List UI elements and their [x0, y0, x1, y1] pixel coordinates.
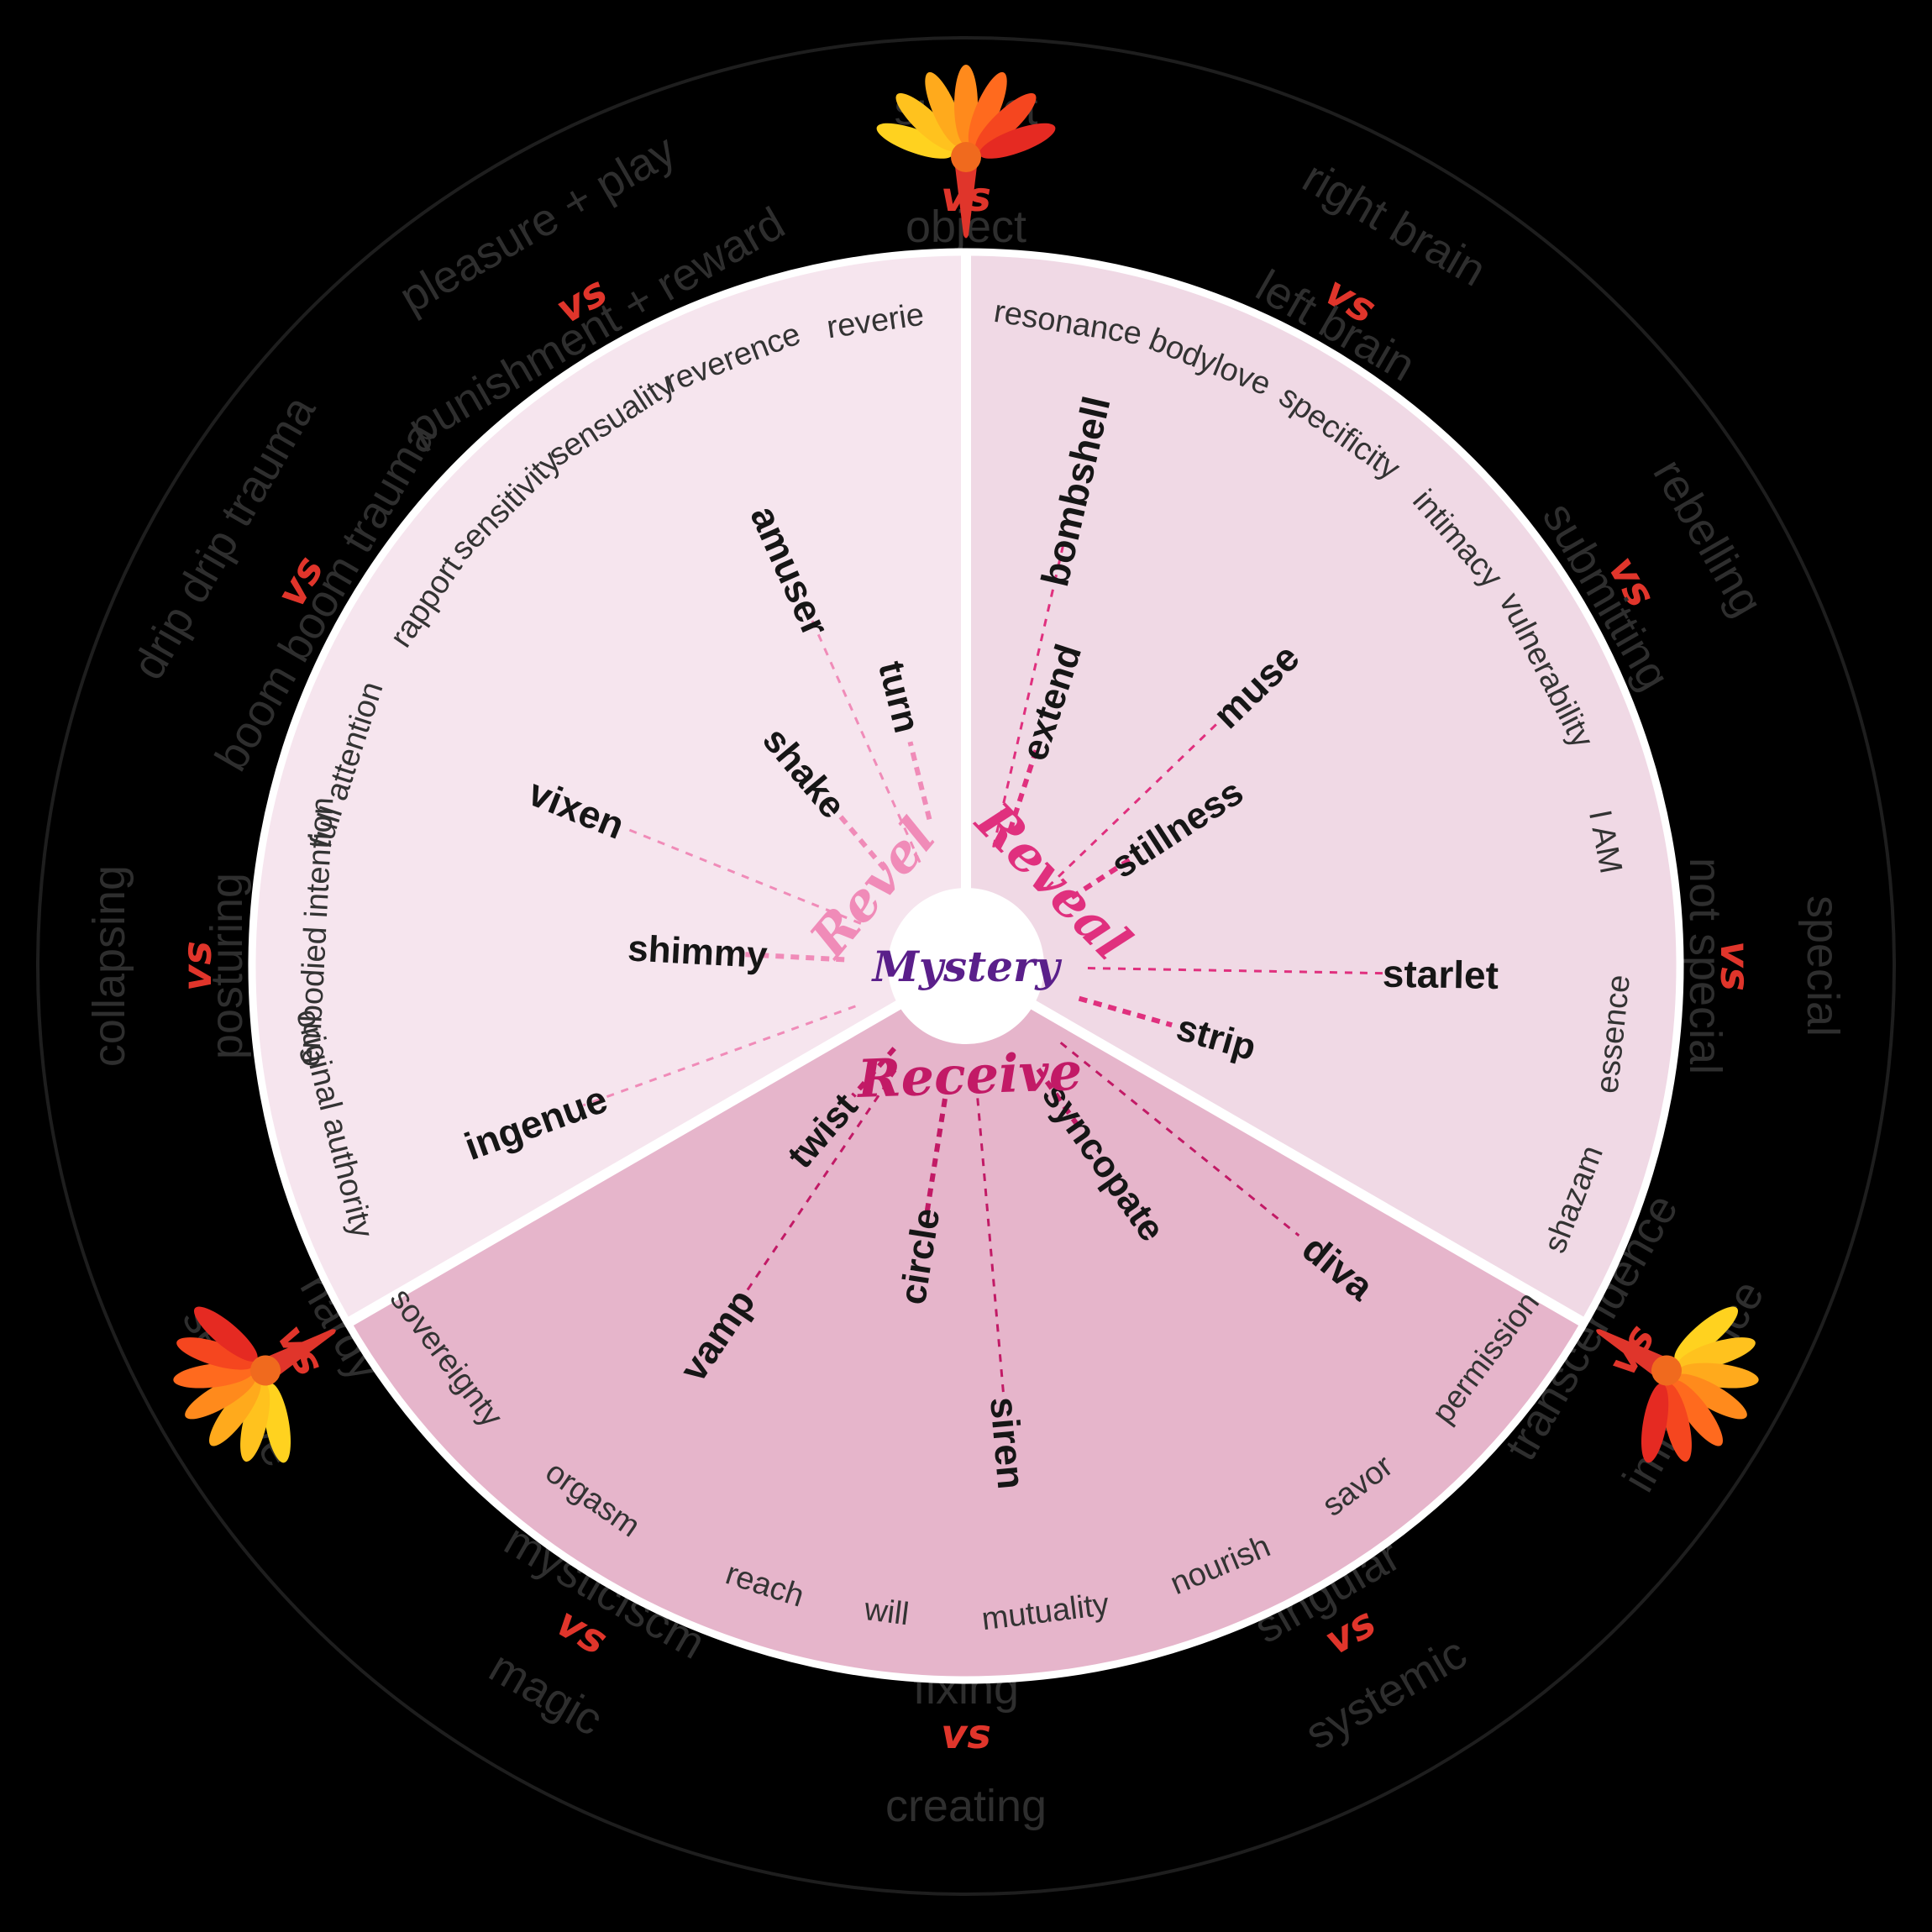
- connector-line: [743, 952, 845, 963]
- fan-hub: [1651, 1355, 1682, 1386]
- sector-divider: [963, 961, 1588, 1328]
- sector-revel: [252, 252, 966, 1323]
- vs-label: vs: [174, 941, 221, 991]
- fan-stem: [954, 157, 978, 239]
- connector-line: [1059, 1042, 1300, 1237]
- fan-blade: [876, 123, 953, 159]
- fan-blade: [209, 1379, 261, 1446]
- connector-line: [622, 826, 862, 925]
- category-label-receive: Receive: [855, 1041, 1084, 1110]
- connector-line: [582, 1005, 856, 1107]
- outer-term-a: collapsing: [84, 865, 134, 1067]
- fan-blade: [1662, 1383, 1692, 1462]
- connector-line: [1078, 995, 1173, 1028]
- fan-blade: [1671, 1379, 1723, 1446]
- archetype-label: siren: [982, 1395, 1033, 1491]
- fan-blade: [968, 71, 1007, 147]
- fan-emblems-layer: [173, 65, 1759, 1463]
- center-label: Mystery: [871, 942, 1063, 991]
- center-circle: [888, 888, 1044, 1044]
- connector-line: [1087, 967, 1390, 975]
- outer-ring: [36, 36, 1896, 1896]
- archetype-label: starlet: [1382, 952, 1499, 997]
- fan-blade: [975, 92, 1037, 151]
- vs-label: vs: [1711, 941, 1758, 991]
- connector-line: [832, 806, 887, 872]
- fan-blade: [185, 1373, 256, 1420]
- fan-blade: [979, 123, 1056, 159]
- fan-blade: [1676, 1373, 1747, 1420]
- connector-line: [1070, 852, 1141, 900]
- fan-blade: [1677, 1337, 1756, 1370]
- vs-label: vs: [941, 1711, 991, 1758]
- fan-hub: [951, 142, 981, 172]
- connector-line: [924, 1098, 948, 1211]
- outer-term-b: not special: [1680, 858, 1730, 1074]
- fan-stem: [261, 1329, 336, 1380]
- fan-blade: [263, 1383, 291, 1463]
- fan-hub: [250, 1355, 281, 1386]
- fan-emblem-icon: [876, 65, 1056, 239]
- outer-term-a: creating: [885, 1781, 1047, 1831]
- fan-blade: [1674, 1306, 1739, 1362]
- connector-line: [1036, 1068, 1079, 1126]
- outer-term-a: special: [1798, 895, 1848, 1037]
- connector-line: [1047, 720, 1221, 889]
- sector-divider: [344, 961, 969, 1328]
- outer-term-b: posturing: [202, 873, 252, 1059]
- fan-stem: [1596, 1329, 1671, 1380]
- movement-label: shimmy: [627, 927, 769, 976]
- fan-blade: [176, 1337, 255, 1370]
- fan-blade: [240, 1383, 270, 1462]
- quality-label: will: [862, 1592, 911, 1632]
- fan-emblem-icon: [1596, 1306, 1759, 1463]
- fan-blade: [895, 92, 957, 151]
- connector-line: [851, 1047, 896, 1098]
- connector-line: [907, 741, 932, 821]
- fan-blade: [925, 71, 964, 147]
- connector-line: [974, 1083, 1005, 1394]
- sector-reveal: [966, 252, 1680, 1323]
- sector-layer: [248, 248, 1684, 1684]
- fan-blade: [193, 1306, 258, 1362]
- fan-blade: [1641, 1383, 1669, 1463]
- fan-emblem-icon: [173, 1306, 336, 1463]
- connector-line: [992, 539, 1066, 848]
